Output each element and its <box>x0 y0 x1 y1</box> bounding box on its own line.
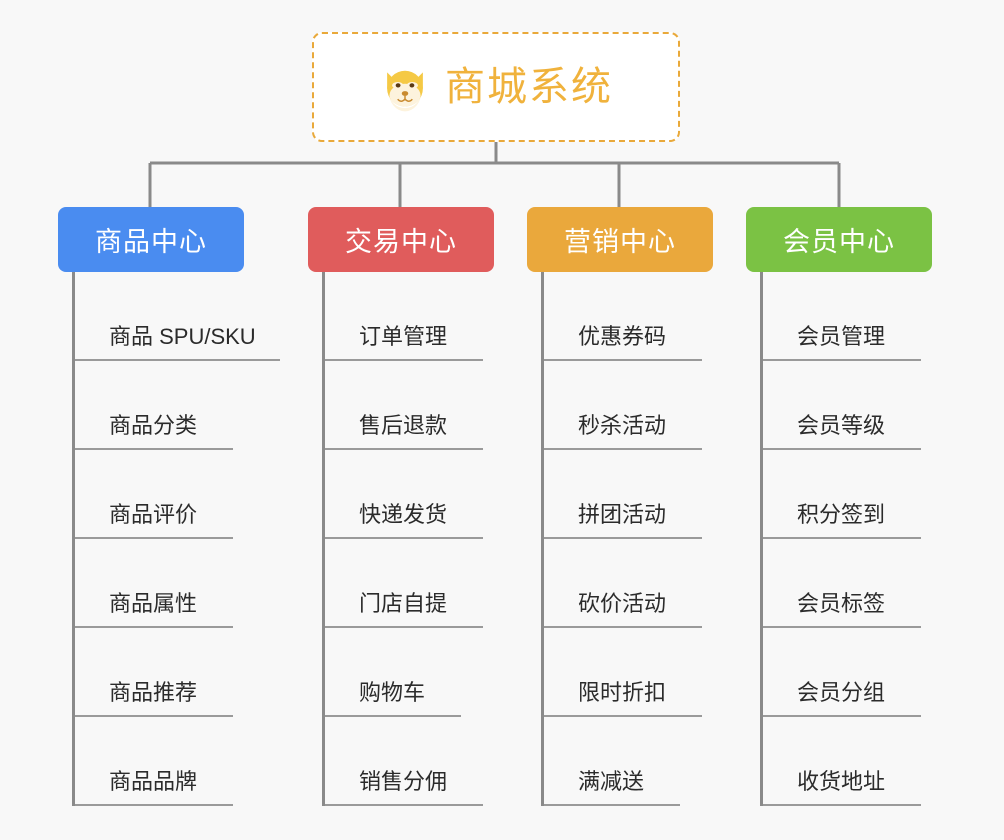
leaf-item-label: 商品 SPU/SKU <box>109 323 256 349</box>
leaf-item-label: 积分签到 <box>797 501 886 527</box>
leaf-item-underline <box>75 359 280 361</box>
leaf-item-label: 会员标签 <box>797 590 886 616</box>
leaf-item[interactable]: 会员等级 <box>763 361 932 450</box>
leaf-item-label: 快递发货 <box>359 501 448 527</box>
leaf-item-label: 商品推荐 <box>109 679 198 705</box>
branch-column-2: 营销中心优惠券码秒杀活动拼团活动砍价活动限时折扣满减送 <box>527 207 713 806</box>
leaf-item-label: 商品属性 <box>109 590 198 616</box>
branch-leaf-list-0: 商品 SPU/SKU 商品分类商品评价商品属性商品推荐商品品牌 <box>72 272 280 806</box>
leaf-item[interactable]: 购物车 <box>325 628 494 717</box>
branch-leaf-list-3: 会员管理会员等级积分签到会员标签会员分组收货地址 <box>760 272 932 806</box>
leaf-item-underline <box>544 537 702 539</box>
branch-header-2[interactable]: 营销中心 <box>527 207 713 272</box>
leaf-item-label: 门店自提 <box>359 590 448 616</box>
leaf-item-underline <box>325 626 483 628</box>
leaf-item-label: 砍价活动 <box>578 590 667 616</box>
leaf-item-label: 销售分佣 <box>359 768 448 794</box>
leaf-item-label: 售后退款 <box>359 412 448 438</box>
root-title: 商城系统 <box>445 65 613 109</box>
leaf-item[interactable]: 会员分组 <box>763 628 932 717</box>
leaf-item-label: 拼团活动 <box>578 501 667 527</box>
leaf-item[interactable]: 收货地址 <box>763 717 932 806</box>
leaf-item[interactable]: 销售分佣 <box>325 717 494 806</box>
branch-header-0[interactable]: 商品中心 <box>58 207 244 272</box>
leaf-item[interactable]: 限时折扣 <box>544 628 713 717</box>
shiba-dog-face-icon <box>387 70 423 112</box>
leaf-item-underline <box>75 448 233 450</box>
leaf-item-underline <box>544 359 702 361</box>
leaf-item-underline <box>763 626 921 628</box>
leaf-item-label: 商品分类 <box>109 412 198 438</box>
leaf-item[interactable]: 商品分类 <box>75 361 244 450</box>
leaf-item-label: 秒杀活动 <box>578 412 667 438</box>
leaf-item-label: 商品品牌 <box>109 768 198 794</box>
branch-column-3: 会员中心会员管理会员等级积分签到会员标签会员分组收货地址 <box>746 207 932 806</box>
leaf-item-label: 商品评价 <box>109 501 198 527</box>
leaf-item-underline <box>763 804 921 806</box>
leaf-item-label: 会员管理 <box>797 323 886 349</box>
leaf-item[interactable]: 商品品牌 <box>75 717 244 806</box>
leaf-item-label: 购物车 <box>359 679 426 705</box>
leaf-item-underline <box>325 715 461 717</box>
leaf-item[interactable]: 会员标签 <box>763 539 932 628</box>
leaf-item[interactable]: 拼团活动 <box>544 450 713 539</box>
leaf-item[interactable]: 商品 SPU/SKU <box>75 272 280 361</box>
leaf-item[interactable]: 售后退款 <box>325 361 494 450</box>
branch-leaf-list-2: 优惠券码秒杀活动拼团活动砍价活动限时折扣满减送 <box>541 272 713 806</box>
leaf-item[interactable]: 商品属性 <box>75 539 244 628</box>
leaf-item-underline <box>763 359 921 361</box>
branch-column-0: 商品中心商品 SPU/SKU 商品分类商品评价商品属性商品推荐商品品牌 <box>58 207 280 806</box>
leaf-item-label: 会员分组 <box>797 679 886 705</box>
leaf-item-underline <box>325 448 483 450</box>
leaf-item-underline <box>325 537 483 539</box>
leaf-item-label: 满减送 <box>578 768 645 794</box>
branch-header-1[interactable]: 交易中心 <box>308 207 494 272</box>
leaf-item-label: 限时折扣 <box>578 679 667 705</box>
branch-leaf-list-1: 订单管理售后退款快递发货门店自提购物车销售分佣 <box>322 272 494 806</box>
leaf-item[interactable]: 秒杀活动 <box>544 361 713 450</box>
leaf-item-underline <box>325 804 483 806</box>
leaf-item-label: 优惠券码 <box>578 323 667 349</box>
leaf-item[interactable]: 商品推荐 <box>75 628 244 717</box>
leaf-item-label: 收货地址 <box>797 768 886 794</box>
leaf-item-underline <box>544 804 680 806</box>
leaf-item[interactable]: 订单管理 <box>325 272 494 361</box>
leaf-item[interactable]: 砍价活动 <box>544 539 713 628</box>
leaf-item-underline <box>325 359 483 361</box>
branch-column-1: 交易中心订单管理售后退款快递发货门店自提购物车销售分佣 <box>308 207 494 806</box>
branch-header-3[interactable]: 会员中心 <box>746 207 932 272</box>
leaf-item-underline <box>544 448 702 450</box>
leaf-item-label: 订单管理 <box>359 323 448 349</box>
leaf-item[interactable]: 会员管理 <box>763 272 932 361</box>
leaf-item[interactable]: 优惠券码 <box>544 272 713 361</box>
root-node[interactable]: 商城系统 <box>312 32 680 142</box>
branch-header-label: 会员中心 <box>783 227 895 257</box>
leaf-item-underline <box>75 626 233 628</box>
leaf-item[interactable]: 快递发货 <box>325 450 494 539</box>
leaf-item-underline <box>544 715 702 717</box>
leaf-item-label: 会员等级 <box>797 412 886 438</box>
leaf-item[interactable]: 商品评价 <box>75 450 244 539</box>
leaf-item-underline <box>763 715 921 717</box>
leaf-item[interactable]: 满减送 <box>544 717 713 806</box>
leaf-item-underline <box>763 537 921 539</box>
leaf-item-underline <box>75 537 233 539</box>
branch-header-label: 营销中心 <box>564 227 676 257</box>
leaf-item[interactable]: 积分签到 <box>763 450 932 539</box>
branch-header-label: 交易中心 <box>345 227 457 257</box>
leaf-item-underline <box>763 448 921 450</box>
leaf-item-underline <box>75 804 233 806</box>
leaf-item-underline <box>544 626 702 628</box>
branch-header-label: 商品中心 <box>95 227 207 257</box>
leaf-item-underline <box>75 715 233 717</box>
leaf-item[interactable]: 门店自提 <box>325 539 494 628</box>
